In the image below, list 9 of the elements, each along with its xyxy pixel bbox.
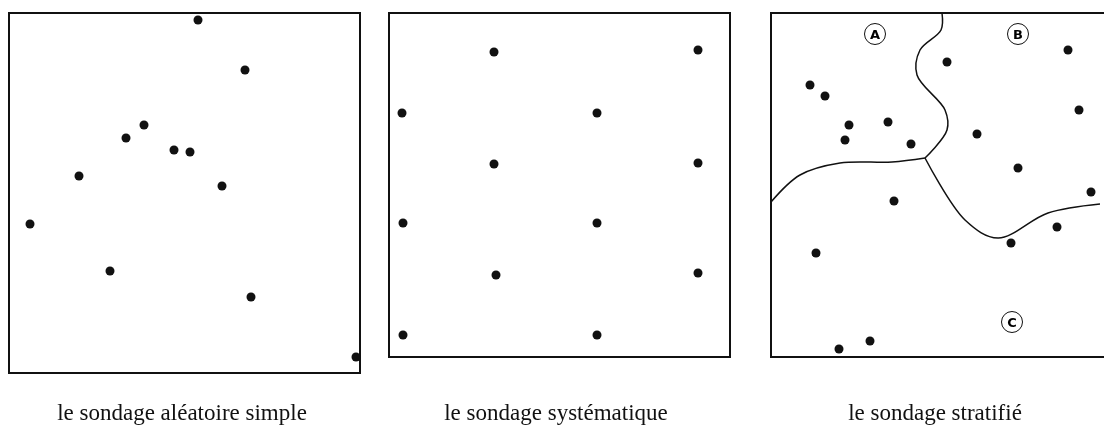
node-label: le sondage systématique <box>444 400 668 426</box>
sampling-area-frame <box>8 12 361 374</box>
sampling-area-frame <box>770 12 1104 358</box>
stratum-label: B <box>1007 23 1029 45</box>
sampling-area-frame <box>388 12 731 358</box>
stratum-label: A <box>864 23 886 45</box>
node-label: le sondage stratifié <box>848 400 1022 426</box>
stratum-label: C <box>1001 311 1023 333</box>
node-label: le sondage aléatoire simple <box>57 400 307 426</box>
